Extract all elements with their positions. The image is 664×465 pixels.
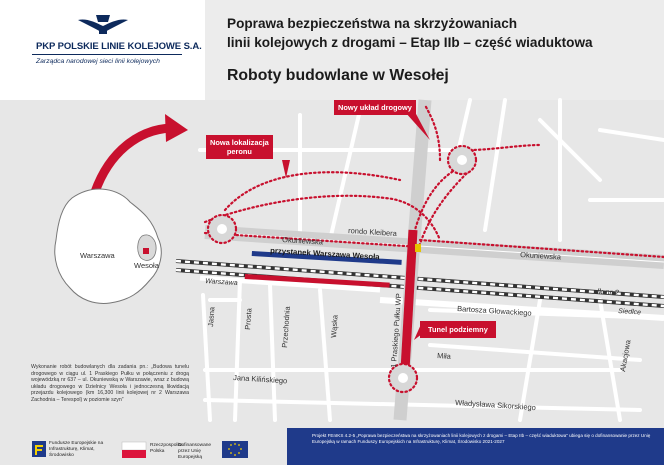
logo-title: PKP POLSKIE LINIE KOLEJOWE S.A. [36, 41, 202, 52]
footer-rp: Rzeczpospolita Polska [150, 443, 183, 454]
label-line: lk nr 2 [597, 287, 620, 297]
label-district: Wesoła [134, 261, 160, 270]
footer-project-text: Projekt FEnIKS 4.2-5 „Poprawa bezpieczeń… [312, 433, 651, 444]
callout-new-road-layout: Nowy układ drogowy [334, 100, 416, 115]
footer-eu-funds: Fundusze Europejskie na Infrastrukturę, … [49, 441, 104, 458]
header-title-line1: Poprawa bezpieczeństwa na skrzyżowaniach [227, 16, 518, 31]
callout-new-platform: Nowa lokalizacja peronu [206, 135, 273, 159]
label-przechodnia: Przechodnia [280, 305, 292, 348]
logo-divider [32, 54, 182, 55]
label-okuniewska-right: Okuniewska [520, 250, 562, 262]
label-okuniewska-left: Okuniewska [282, 235, 324, 247]
label-rondo: rondo Kleibera [348, 226, 398, 238]
label-warszawa-track: Warszawa [205, 278, 238, 287]
footer-eu: Dofinansowane przez Unię Europejską [178, 443, 212, 460]
header-title: Poprawa bezpieczeństwa na skrzyżowaniach… [227, 14, 657, 52]
logo-subtitle: Zarządca narodowej sieci linii kolejowyc… [36, 58, 160, 65]
label-siedlce: Siedlce [618, 308, 641, 316]
label-city: Warszawa [80, 251, 116, 260]
label-mila: Miła [437, 351, 452, 361]
label-jasna: Jasna [206, 306, 216, 327]
inset-map [54, 188, 162, 304]
header-subtitle: Roboty budowlane w Wesołej [227, 67, 449, 84]
label-kilinskiego: Jana Kilińskiego [233, 373, 288, 385]
callout-new-platform-line2: peronu [226, 147, 252, 156]
header-title-line2: linii kolejowych z drogami – Etap IIb – … [227, 35, 593, 50]
new-platform-blue [251, 250, 402, 265]
new-road-layout [203, 103, 664, 381]
pkp-logo-icon [78, 15, 128, 34]
callout-tunnel: Tunel podziemny [420, 321, 496, 338]
label-prosta: Prosta [243, 307, 254, 330]
label-waska: Wąska [329, 314, 340, 338]
callout-new-platform-line1: Nowa lokalizacja [210, 138, 269, 147]
old-platform-red [244, 274, 390, 288]
location-arrow [90, 123, 171, 194]
footer-project-panel [287, 428, 664, 465]
project-description: Wykonanie robót budowlanych dla zadania … [31, 364, 189, 403]
